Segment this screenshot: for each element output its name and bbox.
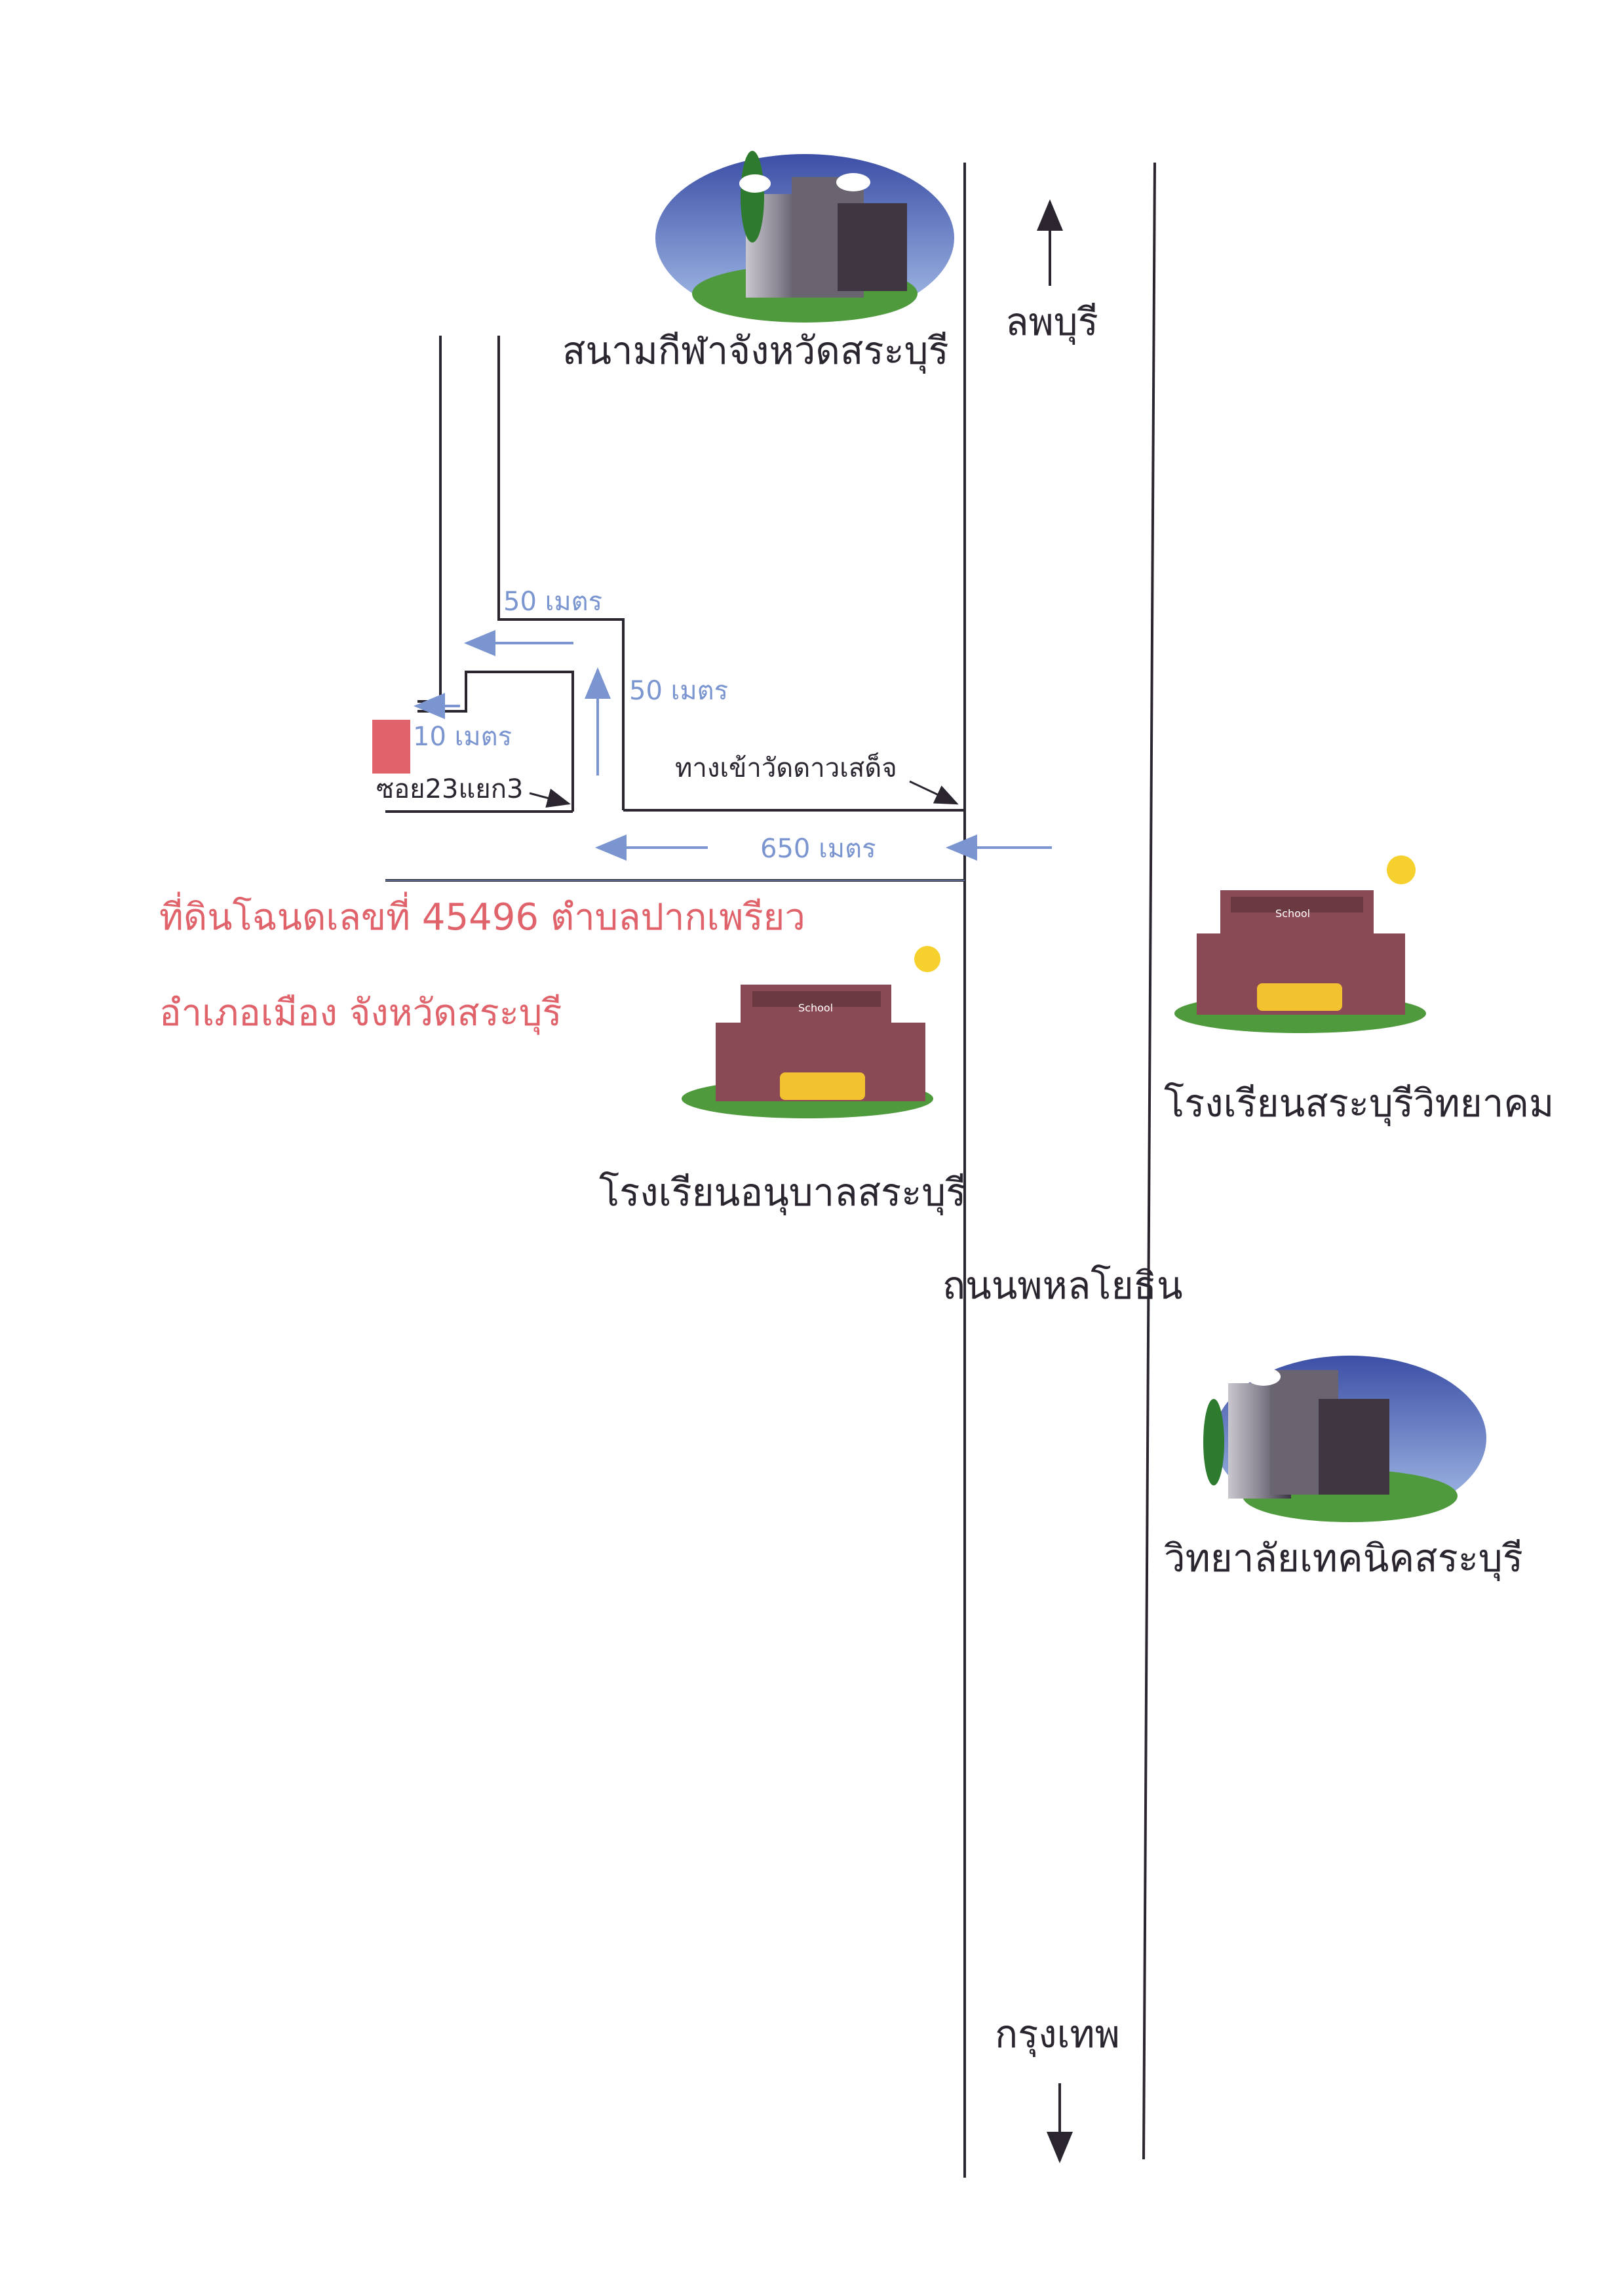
property-marker: [372, 720, 410, 774]
anuban-school-label: โรงเรียนอนุบาลสระบุรี: [599, 1170, 967, 1215]
stadium-label: สนามกีฬาจังหวัดสระบุรี: [562, 328, 949, 373]
soi-pointer: [529, 789, 571, 808]
plot-deed-line2: อำเภอเมือง จังหวัดสระบุรี: [159, 992, 562, 1034]
school-building-icon-2: [1174, 855, 1426, 1033]
soi-west-edge: [417, 336, 442, 703]
school-building-icon: [682, 946, 940, 1118]
side-road-branch: [497, 336, 625, 810]
temple-entrance-label: ทางเข้าวัดดาวเสด็จ: [675, 753, 897, 783]
school-sign: School: [798, 1002, 834, 1014]
distance-650: 650 เมตร: [760, 834, 876, 864]
south-direction-label: กรุงเทพ: [995, 2012, 1120, 2056]
school-sign-2: School: [1275, 907, 1311, 920]
north-direction-label: ลพบุรี: [1005, 300, 1098, 344]
stadium-building-icon: [655, 151, 954, 323]
sun-icon: [1387, 855, 1416, 884]
soi-label: ซอย23แยก3: [376, 774, 524, 804]
college-building-icon: [1203, 1356, 1486, 1522]
plot-deed-line1: ที่ดินโฉนดเลขที่ 45496 ตำบลปากเพรียว: [159, 896, 805, 939]
temple-pointer: [909, 780, 959, 805]
distance-10: 10 เมตร: [413, 722, 512, 752]
soi-23-yaek-3-road: [417, 671, 574, 812]
saraburi-wittayakhom-label: โรงเรียนสระบุรีวิทยาคม: [1164, 1081, 1555, 1126]
distance-50-vertical: 50 เมตร: [629, 676, 729, 706]
main-road-label: ถนนพหลโยธิน: [942, 1263, 1183, 1308]
main-road-east-edge: [1142, 162, 1156, 2160]
technical-college-label: วิทยาลัยเทคนิคสระบุรี: [1164, 1536, 1523, 1580]
distance-50-horizontal: 50 เมตร: [503, 587, 603, 617]
